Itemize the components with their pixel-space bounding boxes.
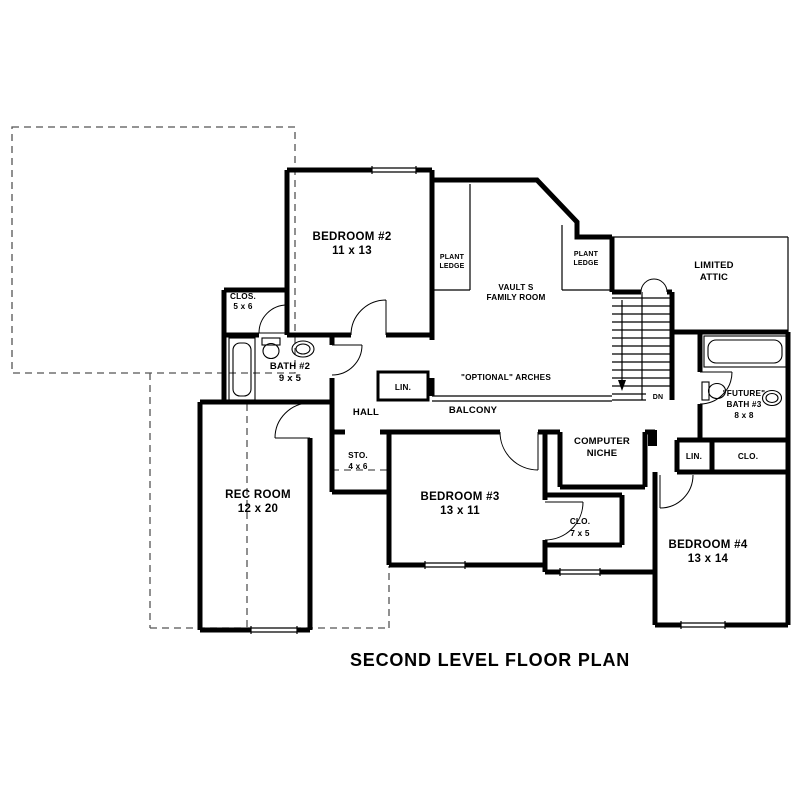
label-hall: HALL: [353, 407, 379, 418]
label-closet3-name: CLO.: [570, 517, 590, 526]
label-storage-dims: 4 x 6: [348, 462, 367, 471]
wall-chase: [648, 430, 657, 446]
label-family-room-2: FAMILY ROOM: [486, 293, 545, 302]
sink-fixture: [761, 389, 783, 407]
page-title: SECOND LEVEL FLOOR PLAN: [350, 650, 630, 670]
window-bedroom2: [371, 166, 417, 174]
window-bedroom3: [424, 561, 466, 569]
label-storage-name: STO.: [348, 451, 368, 460]
stair-arch: [640, 278, 668, 293]
label-bath3-3: 8 x 8: [734, 411, 753, 420]
label-rec-room-dims: 12 x 20: [238, 503, 278, 515]
bath2-fixtures: [228, 337, 315, 401]
label-plant-ledge-left-1: PLANT: [440, 254, 465, 261]
wall-layer: [197, 167, 791, 633]
label-bath2-name: BATH #2: [270, 361, 310, 372]
bathtub-fixture: [228, 337, 256, 401]
label-plant-ledge-left-2: LEDGE: [439, 263, 464, 270]
label-optional-arches: "OPTIONAL" ARCHES: [461, 373, 551, 382]
door-swing-arcs: [258, 278, 733, 541]
toilet-tank-fixture: [261, 337, 281, 346]
room-labels: BEDROOM #2 11 x 13 PLANT LEDGE PLANT LED…: [225, 231, 765, 565]
thin-boundary-layer: [432, 184, 789, 402]
label-bedroom3-dims: 13 x 11: [440, 505, 480, 517]
window-symbols: [250, 166, 726, 634]
label-limited-attic-2: ATTIC: [700, 272, 728, 283]
label-closet2-name: CLOS.: [230, 292, 256, 301]
label-closet2-dims: 5 x 6: [233, 302, 252, 311]
staircase: [612, 292, 672, 401]
toilet-bowl-fixture: [707, 382, 727, 400]
label-balcony: BALCONY: [449, 405, 498, 416]
sink-fixture: [291, 340, 315, 358]
label-rec-room-name: REC ROOM: [225, 489, 291, 501]
label-bedroom2-dims: 11 x 13: [332, 245, 372, 257]
bath3-fixtures: [701, 335, 787, 407]
label-closet3-dims: 7 x 5: [570, 529, 589, 538]
label-linen-hall: LIN.: [395, 383, 411, 392]
label-computer-niche-2: NICHE: [587, 448, 618, 459]
label-bedroom4-name: BEDROOM #4: [668, 539, 747, 551]
label-plant-ledge-right-1: PLANT: [574, 251, 599, 258]
window-mid: [559, 568, 601, 576]
window-rec-room: [250, 626, 298, 634]
label-family-room-1: VAULT S: [498, 283, 534, 292]
toilet-bowl-fixture: [262, 342, 280, 360]
bathtub-fixture: [703, 335, 787, 368]
label-closet-right: CLO.: [738, 452, 758, 461]
label-down: DN: [653, 394, 664, 401]
roofline-dashed-layer: [11, 126, 390, 629]
label-bedroom3-name: BEDROOM #3: [420, 491, 499, 503]
label-linen-right: LIN.: [686, 452, 702, 461]
label-limited-attic-1: LIMITED: [694, 260, 733, 271]
label-computer-niche-1: COMPUTER: [574, 436, 630, 447]
stair-arrowhead: [618, 380, 626, 391]
label-bath2-dims: 9 x 5: [279, 373, 302, 384]
label-bedroom4-dims: 13 x 14: [688, 553, 729, 565]
window-bedroom4: [680, 621, 726, 629]
label-bedroom2-name: BEDROOM #2: [312, 231, 391, 243]
label-plant-ledge-right-2: LEDGE: [573, 260, 598, 267]
label-bath3-2: BATH #3: [727, 400, 762, 409]
label-bath3-1: "FUTURE": [723, 389, 766, 398]
linen-closet-box: [376, 370, 430, 402]
